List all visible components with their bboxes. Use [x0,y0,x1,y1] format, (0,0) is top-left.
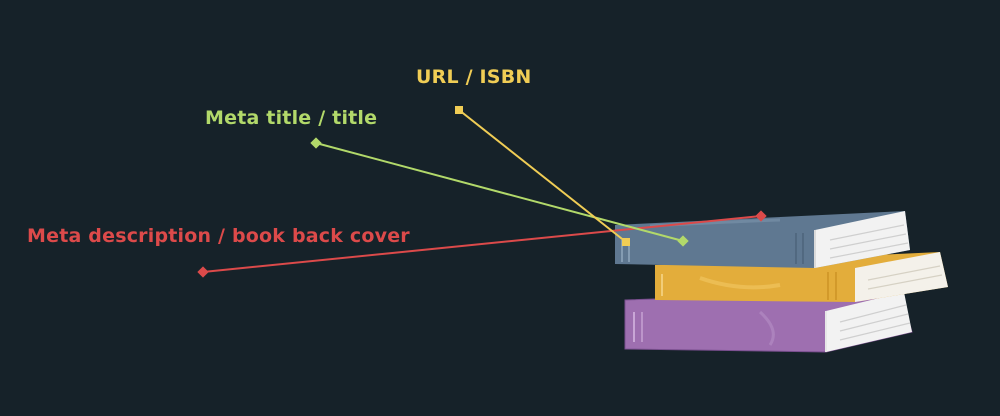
label-meta-title: Meta title / title [205,107,378,129]
bottom-book [624,290,913,353]
label-url-isbn: URL / ISBN [416,66,532,88]
connector-meta-title [310,137,689,247]
label-meta-description: Meta description / book back cover [27,225,410,247]
connector-end-marker [755,210,767,222]
connector-end-marker [677,235,689,247]
connector-start-marker [310,137,322,149]
connector-meta-description [197,210,767,278]
connector-url-isbn [455,106,630,246]
connector-end-marker [622,238,630,246]
connector-start-marker [455,106,463,114]
connector-start-marker [197,266,209,278]
top-book [615,211,910,268]
